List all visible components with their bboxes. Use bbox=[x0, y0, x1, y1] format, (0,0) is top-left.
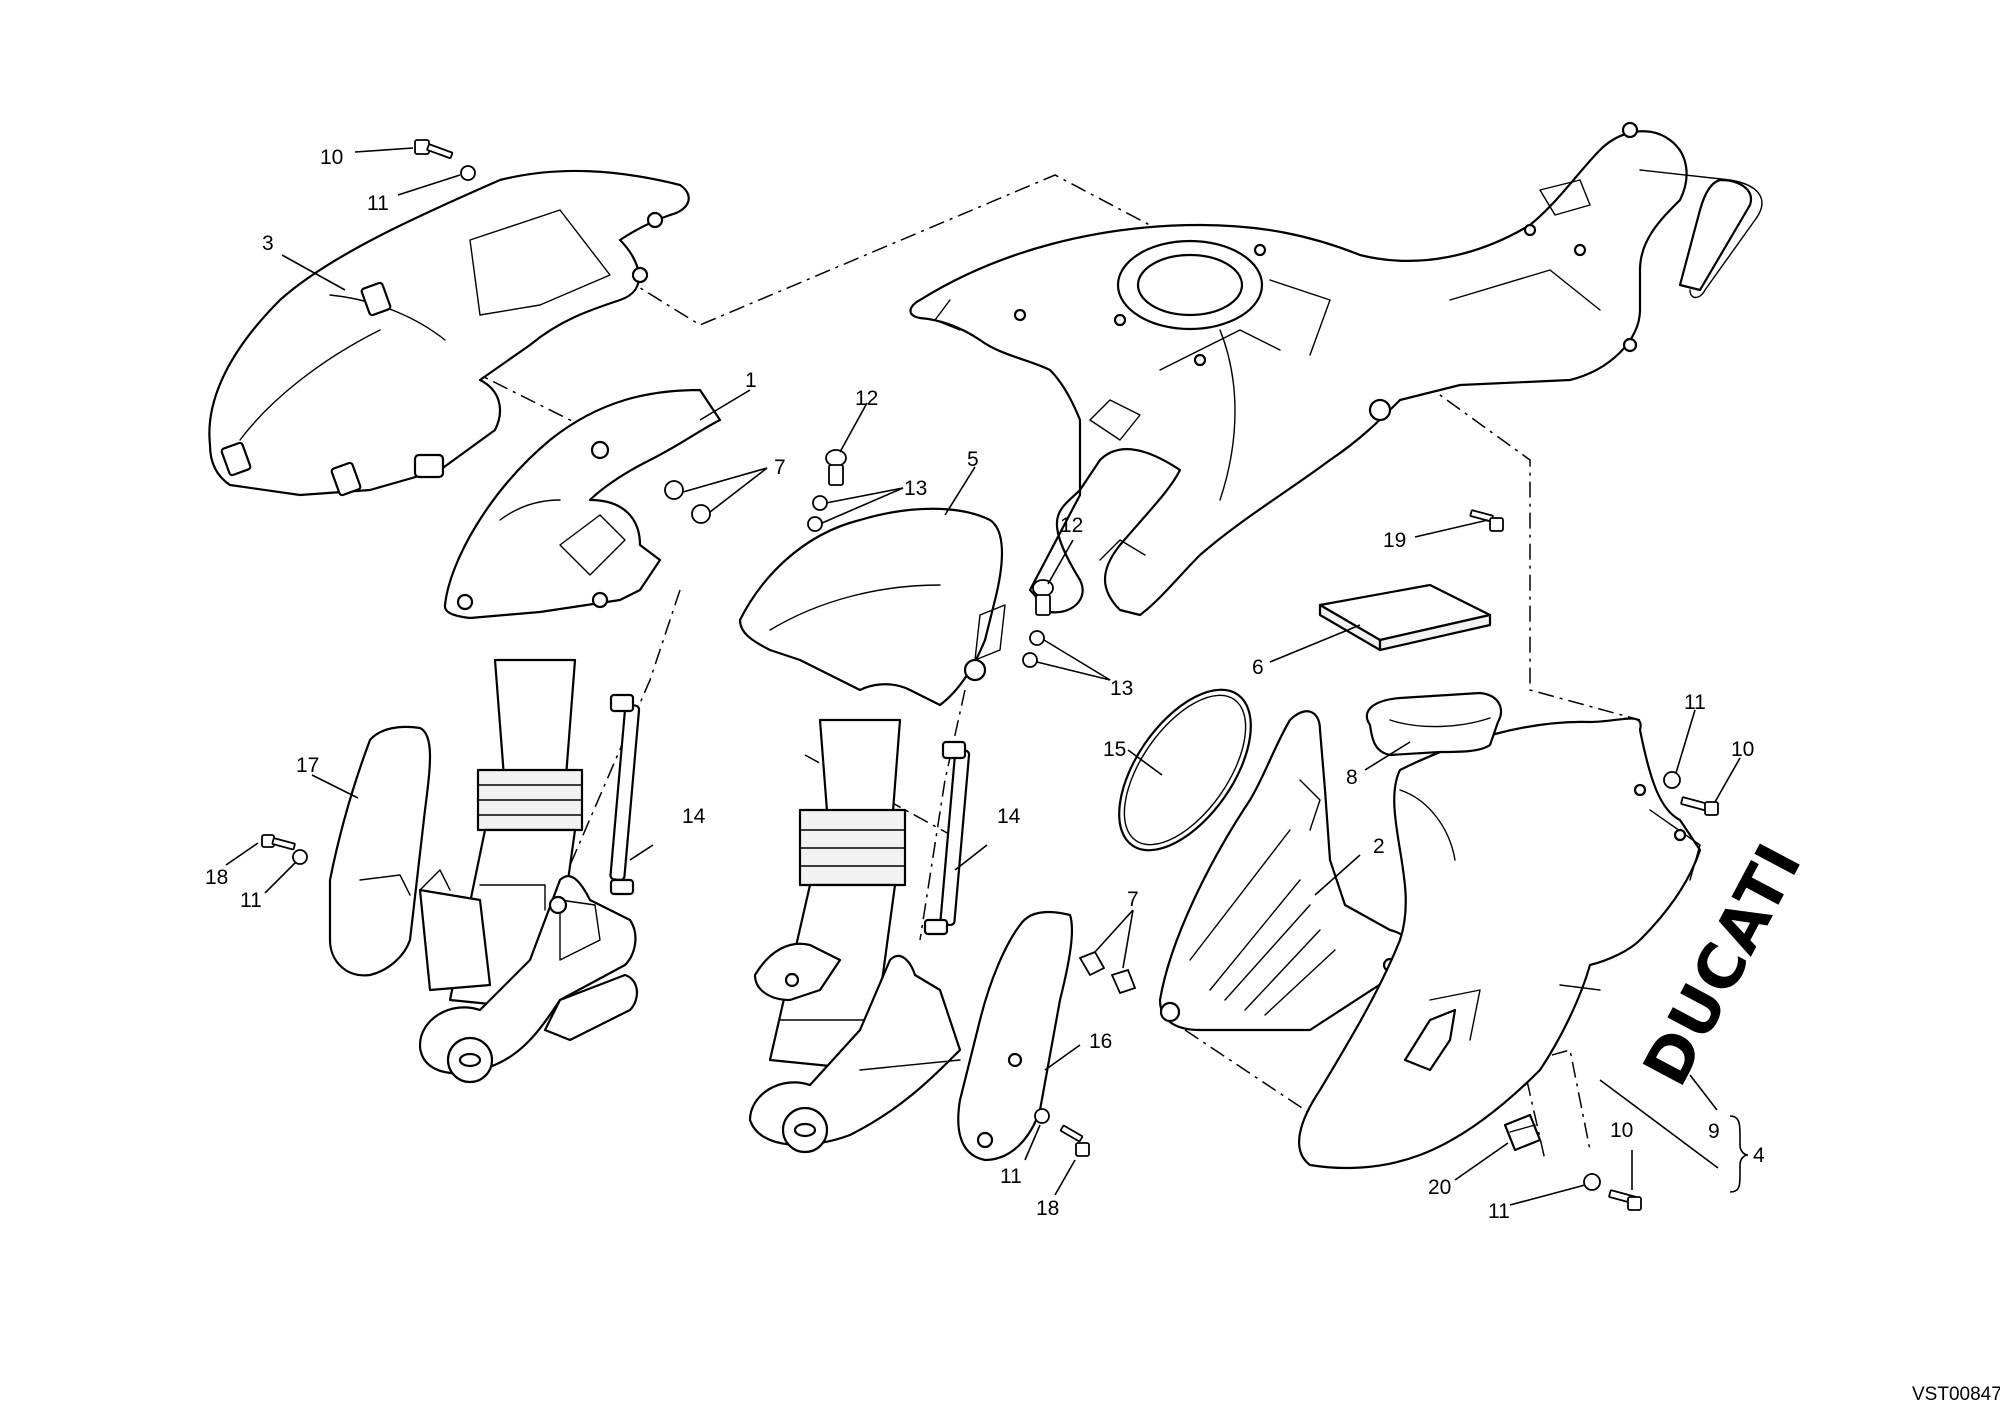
washer-11-left bbox=[292, 849, 308, 865]
part-4-side-panel bbox=[1298, 717, 1702, 1170]
callout-10: 10 bbox=[1731, 738, 1754, 761]
callout-11: 11 bbox=[1488, 1200, 1510, 1223]
part-1-side-cover bbox=[443, 388, 722, 620]
callout-15: 15 bbox=[1103, 738, 1126, 761]
washer-13-c bbox=[1029, 630, 1045, 646]
washer-13-d bbox=[1022, 652, 1038, 668]
part-5-mudguard bbox=[738, 507, 1006, 707]
bolt-10-top bbox=[414, 139, 454, 159]
callout-8: 8 bbox=[1346, 766, 1358, 789]
callout-3: 3 bbox=[262, 232, 274, 255]
tank-frame-assembly bbox=[909, 121, 1763, 617]
callout-14: 14 bbox=[997, 805, 1021, 828]
callout-7: 7 bbox=[1127, 888, 1139, 911]
screw-12-left bbox=[825, 449, 847, 486]
callout-1: 1 bbox=[745, 369, 757, 392]
screw-12-right bbox=[1032, 579, 1054, 616]
bolt-10-bottom bbox=[1608, 1189, 1642, 1211]
callout-11: 11 bbox=[367, 192, 389, 215]
drawing-code: VST00847 bbox=[1912, 1384, 2000, 1405]
callout-11: 11 bbox=[1684, 691, 1706, 714]
part-6-pad bbox=[1318, 583, 1492, 652]
hardware bbox=[261, 139, 1719, 1211]
part-14-rod-left bbox=[609, 693, 641, 896]
washer-11-bottom bbox=[1583, 1173, 1601, 1191]
left-fork bbox=[418, 658, 638, 1084]
fastener-7-left bbox=[664, 480, 711, 524]
callout-18: 18 bbox=[1036, 1197, 1059, 1220]
leader-lines bbox=[225, 147, 1749, 1206]
callout-18: 18 bbox=[205, 866, 228, 889]
bolt-10-right-top bbox=[1680, 796, 1719, 816]
callout-19: 19 bbox=[1383, 529, 1406, 552]
bolt-18-left bbox=[261, 834, 296, 851]
callout-2: 2 bbox=[1373, 835, 1385, 858]
part-2-inner-panel bbox=[1158, 710, 1415, 1032]
part-8-rubber-pad bbox=[1365, 691, 1503, 757]
callout-9: 9 bbox=[1708, 1120, 1720, 1143]
callout-12: 12 bbox=[1060, 514, 1083, 537]
bolt-19 bbox=[1469, 509, 1504, 532]
callout-4: 4 bbox=[1753, 1144, 1765, 1167]
washer-11-right-top bbox=[1663, 771, 1681, 789]
callout-13: 13 bbox=[904, 477, 927, 500]
callout-17: 17 bbox=[296, 754, 319, 777]
callout-11: 11 bbox=[240, 889, 262, 912]
part-20-clip bbox=[1503, 1113, 1542, 1152]
washer-11-middle bbox=[1034, 1108, 1050, 1124]
bolt-18-middle bbox=[1059, 1124, 1090, 1157]
callout-5: 5 bbox=[967, 448, 979, 471]
washer-13-a bbox=[812, 495, 828, 511]
part-14-rod-right bbox=[923, 740, 971, 936]
callout-10: 10 bbox=[320, 146, 343, 169]
washer-11-top bbox=[460, 165, 476, 181]
callout-16: 16 bbox=[1089, 1030, 1112, 1053]
part-16-fork-guard bbox=[957, 910, 1074, 1162]
part-17-fork-guard bbox=[328, 725, 432, 977]
part-3-fairing bbox=[208, 169, 690, 497]
callout-13: 13 bbox=[1110, 677, 1133, 700]
callout-10: 10 bbox=[1610, 1119, 1633, 1142]
callout-11: 11 bbox=[1000, 1165, 1022, 1188]
callout-20: 20 bbox=[1428, 1176, 1451, 1199]
right-fork bbox=[748, 718, 962, 1154]
washer-13-b bbox=[807, 516, 823, 532]
callout-14: 14 bbox=[682, 805, 706, 828]
part-15-o-ring bbox=[1118, 688, 1252, 852]
callout-12: 12 bbox=[855, 387, 878, 410]
callout-labels: 10 11 3 1 7 12 13 5 12 13 19 6 8 2 15 11… bbox=[205, 146, 1765, 1223]
fastener-7-right bbox=[1078, 950, 1137, 995]
callout-7: 7 bbox=[774, 456, 786, 479]
callout-6: 6 bbox=[1252, 656, 1264, 679]
